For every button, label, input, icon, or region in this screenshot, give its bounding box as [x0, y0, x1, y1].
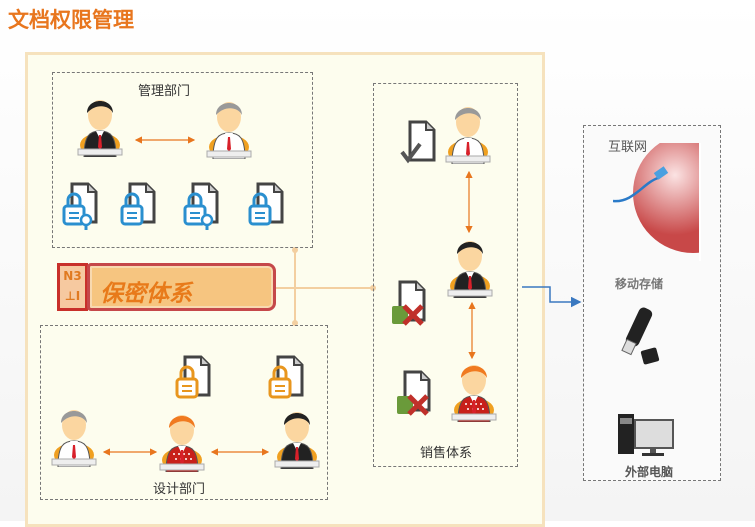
manager-person-icon [273, 407, 321, 473]
denied-document-icon [390, 280, 426, 332]
external-computer-icon [618, 414, 674, 456]
badge-main: 保密体系 [87, 263, 276, 311]
design-group [40, 325, 328, 500]
badge-side: N3 ⊥I [57, 263, 88, 311]
page-title: 文档权限管理 [8, 8, 134, 32]
storage-label: 移动存储 [615, 277, 664, 291]
locked-document-icon [268, 355, 304, 407]
staff-person-icon [158, 410, 206, 476]
senior-person-icon [50, 405, 98, 471]
pc-label: 外部电脑 [625, 465, 674, 479]
senior-person-icon [205, 97, 253, 163]
locked-search-document-icon [62, 182, 98, 234]
locked-document-icon [248, 182, 284, 234]
badge-label: 保密体系 [100, 281, 192, 307]
locked-search-document-icon [183, 182, 219, 234]
manager-person-icon [76, 95, 124, 161]
locked-document-icon [175, 355, 211, 407]
locked-document-icon [120, 182, 156, 234]
sales-group [373, 83, 518, 467]
management-label: 管理部门 [138, 84, 191, 99]
internet-label: 互联网 [608, 140, 648, 155]
usb-drive-icon [621, 307, 660, 365]
denied-document-icon [395, 370, 431, 422]
senior-person-icon [444, 102, 492, 168]
management-group [52, 72, 313, 248]
manager-person-icon [446, 236, 494, 302]
design-label: 设计部门 [153, 482, 206, 497]
approved-document-icon [400, 120, 436, 172]
sales-label: 销售体系 [420, 446, 473, 461]
internet-globe-icon [613, 143, 701, 261]
secrecy-system-badge: N3 ⊥I 保密体系 [57, 263, 276, 311]
staff-person-icon [450, 360, 498, 426]
